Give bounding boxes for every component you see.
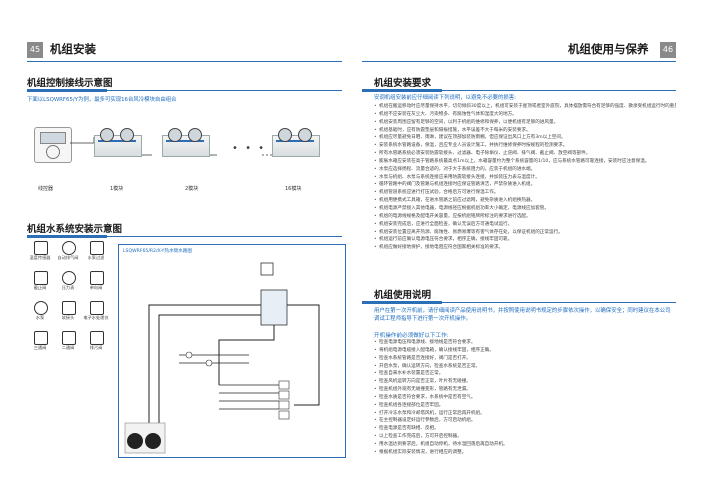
list-item: 在主控制器设定好运行参数后，方可启动机组。	[374, 417, 676, 425]
list-item: 膨胀水箱应安装在高于管路系统最高点1m以上，水箱容量约为整个系统容量的1/10，…	[374, 158, 676, 166]
legend-label: 截止阀	[33, 285, 47, 290]
list-item: 机组在搬运移动时应尽量保持水平，切勿倾斜30度以上，机组可安装于屋顶或者室外庭院…	[374, 103, 676, 111]
label-controller: 线控器	[38, 186, 54, 192]
list-item: 检查电源是否有缺相、反相。	[374, 425, 676, 433]
legend-label: 温度传感器	[29, 255, 51, 260]
drain-valve-icon	[90, 331, 104, 345]
left-header-rule	[27, 61, 342, 62]
control-wiring-title: 机组控制接线示意图	[27, 78, 113, 89]
usage-instructions-list: 检查电源电压和电源线、接地线是否符合要求。 将机组电源电缆接入配电箱，确认接线牢…	[374, 339, 676, 457]
water-pump-icon	[34, 301, 48, 315]
list-item: 打开冷冻水泵和冷却塔风机，运行正常后再开机组。	[374, 410, 676, 418]
two-way-valve-icon	[62, 331, 76, 345]
install-requirements-intro: 安调机组安装前应仔细阅读下列说明，以避免不必要的损害:	[374, 95, 516, 101]
list-item: 机组不应安装在灰尘大、污染物多、有腐蚀性气体和湿度大的地方。	[374, 111, 676, 119]
list-item: 机组管道系统应进行打压试验，合格后方可进行保温工作。	[374, 189, 676, 197]
install-requirements-title: 机组安装要求	[374, 78, 432, 89]
section-rule	[362, 301, 676, 304]
water-piping-graphic	[124, 262, 320, 454]
page-number-right: 46	[660, 42, 676, 58]
legend-label: 自动排气阀	[57, 255, 79, 260]
install-requirements-list: 机组在搬运移动时应尽量保持水平，切勿倾斜30度以上，机组可安装于屋顶或者室外庭院…	[374, 103, 676, 252]
legend-label: 压力表	[61, 285, 75, 290]
list-item: 机组基础时，应有防震垫层和隔振措施，水平误差不大于每米的安装要求。	[374, 127, 676, 135]
module-unit-1	[94, 125, 142, 157]
list-item: 机组电源严禁接入其他电器，电源线径应根据机组功率大小确定，电源线应加套管。	[374, 205, 676, 213]
list-item: 水泵与机组、水泵与系统连接应采用防震软接头连接，并加装压力表与温度计。	[374, 174, 676, 182]
label-module-16: 16模块	[285, 186, 302, 192]
page-number-left: 45	[27, 42, 43, 58]
list-item: 检查电源电压和电源线、接地线是否符合要求。	[374, 339, 676, 347]
list-item: 机组的电源线规格及配电开关容量，应按机组铭牌所标注的要求进行选配。	[374, 213, 676, 221]
air-vent-icon	[62, 241, 76, 255]
section-rule	[362, 89, 676, 92]
usage-instructions-title: 机组使用说明	[374, 290, 432, 301]
water-system-legend: 温度传感器 自动排气阀 水泵过滤 截止阀 压力表 单向阀 水泵 软接头 电子水处…	[27, 241, 111, 366]
list-item: 机组安装周围应留有足够的空间，以利于机组的维修和保养，以便机组有足够的进风量。	[374, 119, 676, 127]
water-treatment-icon	[90, 301, 104, 315]
legend-label: 水泵	[35, 315, 45, 320]
list-item: 机组应尽量避免日晒、雨淋，建议在顶部加装防雨棚，但应保证出风口上方有3m以上空间…	[374, 134, 676, 142]
module-unit-2	[162, 125, 210, 157]
wired-controller-graphic	[34, 127, 72, 163]
pump-filter-icon	[90, 241, 104, 255]
diagram-caption: LSQWRF65/R2/X-Y热水侧水路图	[123, 249, 192, 254]
section-rule	[27, 89, 342, 92]
legend-label: 水泵过滤	[87, 255, 105, 260]
module-unit-16	[272, 125, 320, 157]
legend-label: 电子水处理仪	[83, 315, 109, 320]
list-item: 将机组电源电缆接入配电箱，确认接线牢固，相序正确。	[374, 347, 676, 355]
list-item: 以上检查工作完成后，方可开启控制器。	[374, 433, 676, 441]
legend-label: 软接头	[61, 315, 75, 320]
pressure-gauge-icon	[62, 271, 76, 285]
list-item: 机组安装位置应离开热源、腐蚀性、易燃易爆等有害气体存在处，以保证机组的正常运行。	[374, 229, 676, 237]
list-item: 水泵应选择扬程、流量合适的，对于大于系统阻力的，应装于机组的进水端。	[374, 166, 676, 174]
list-item: 机组安装完成后，应进行全面检查，确认无误后方可通电试运行。	[374, 221, 676, 229]
left-header-title: 机组安装	[50, 42, 96, 56]
control-wiring-diagram: • • •	[32, 115, 332, 175]
right-header-title: 机组使用与保养	[568, 42, 649, 56]
label-module-2: 2模块	[185, 186, 199, 192]
list-item: 检查机组外观有无碰撞变形，管路有无泄漏。	[374, 386, 676, 394]
list-item: 检查水系统管路是否连接好，阀门是否打开。	[374, 355, 676, 363]
list-item: 检查机组各连接部位是否牢固。	[374, 402, 676, 410]
list-item: 检查自来水补水装置是否正常。	[374, 370, 676, 378]
usage-instructions-intro: 用户在第一次开机前，请仔细阅读产品使用说明书，并按照使用说明书规定的步骤依次操作…	[374, 308, 671, 322]
control-wiring-intro: 下面以LSQWRF65/Y为例，最多可实现16台风冷模块自由组合	[27, 97, 177, 103]
legend-label: 三通阀	[33, 345, 47, 350]
list-item: 机组运行前应确认电源电压符合要求，相序正确，接线牢固可靠。	[374, 236, 676, 244]
usage-instructions-subtitle: 开机操作前必须做好以下工作:	[374, 333, 449, 339]
list-item: 开启水泵，确认运转方向，检查水系统是否正常。	[374, 363, 676, 371]
water-system-diagram: LSQWRF65/R2/X-Y热水侧水路图	[118, 244, 346, 458]
legend-label: 单向阀	[89, 285, 103, 290]
legend-label: 排污阀	[89, 345, 103, 350]
flexible-joint-icon	[62, 301, 76, 315]
water-system-title: 机组水系统安装示意图	[27, 224, 123, 235]
section-rule	[27, 235, 342, 238]
list-item: 所有水管路系统必须安装防震软接头、过滤器、电子除垢仪、止逆阀、排气阀、截止阀、放…	[374, 150, 676, 158]
stop-valve-icon	[34, 271, 48, 285]
temperature-sensor-icon	[34, 241, 48, 255]
list-item: 根据机组实际安装情况，进行相应的调整。	[374, 449, 676, 457]
list-item: 检查水质是否符合要求，水系统中是否有空气。	[374, 394, 676, 402]
list-item: 循环管路中的阀门及管路与机组连接时应保证管路清洁，严禁杂质进入机组。	[374, 181, 676, 189]
list-item: 安装系统水管路设备，保温，且应专业人员设计施工，并执行维修保养时按规程的检测要求…	[374, 142, 676, 150]
check-valve-icon	[90, 271, 104, 285]
three-way-valve-icon	[34, 331, 48, 345]
list-item: 用水温达到要求后，机组自动停机，待水温回落后再自动开机。	[374, 441, 676, 449]
ellipsis-dots: • • •	[232, 143, 267, 154]
legend-label: 二通阀	[61, 345, 75, 350]
list-item: 检查风机运转方向是否正常，叶片有无碰撞。	[374, 378, 676, 386]
label-module-1: 1模块	[110, 186, 124, 192]
list-item: 机组用便携式工具箱，在进水管路之前应过滤网，避免杂质进入机组换热器。	[374, 197, 676, 205]
right-header-rule	[362, 61, 676, 62]
list-item: 机组应做好接地保护，接地电阻应符合国家相关标准的要求。	[374, 244, 676, 252]
